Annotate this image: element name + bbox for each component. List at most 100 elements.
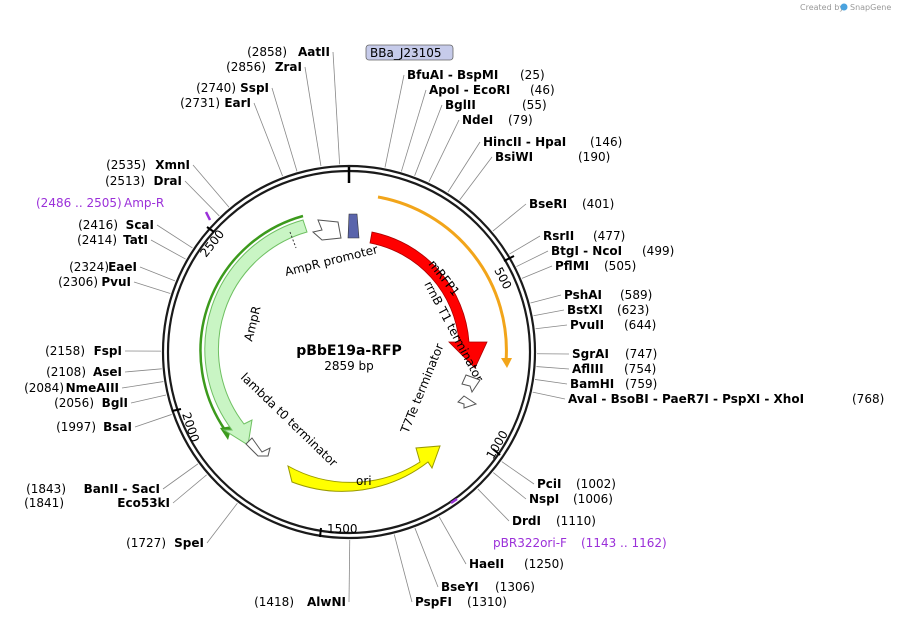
enzyme-right-name: PshAI [564,288,602,302]
enzyme-right-position: (1306) [495,580,535,594]
enzyme-left-position: (2084) [24,381,64,395]
tick-label-2000: 2000 [179,411,202,444]
backbone-outer [161,164,537,540]
leader-line [206,503,238,544]
leader-line [348,539,351,603]
rrnb-terminator-feature [461,374,481,394]
leader-line [428,119,460,183]
leader-line [477,488,510,522]
enzyme-right-name: BseYI [441,580,479,594]
tick-label-1000: 1000 [483,428,510,461]
leader-line [535,324,568,330]
leader-line [184,180,220,217]
enzyme-right-position: (79) [508,113,533,127]
enzyme-left-position: (2740) [196,81,236,95]
leader-line [134,414,172,428]
leader-line [521,265,553,279]
enzyme-left-name: AatII [298,45,330,59]
leader-line [121,381,164,389]
enzyme-right-position: (55) [522,98,547,112]
enzyme-right-position: (46) [530,83,555,97]
enzyme-right-position: (1002) [576,477,616,491]
enzyme-right-position: (754) [624,362,656,376]
enzyme-left-position: (2856) [226,60,266,74]
leader-line [533,309,565,317]
enzyme-left-name: SpeI [174,536,204,550]
mrfp1-feature [369,231,488,369]
tick-label-2500: 2500 [197,227,227,260]
enzyme-right-name: NspI [529,492,559,506]
tick-1500 [319,527,322,538]
enzyme-right-name: PciI [537,477,562,491]
leader-line [332,51,341,165]
leader-line [304,66,322,167]
enzyme-right-name: BseRI [529,197,567,211]
lambda-t0-terminator-feature [245,437,271,457]
leader-lines [121,51,570,603]
enzyme-left-name: NmeAIII [66,381,119,395]
enzyme-left-position: (2056) [54,396,94,410]
t7te-terminator-feature [457,395,478,409]
leader-line [271,87,298,172]
enzyme-right-position: (499) [642,244,674,258]
enzyme-left-name: SspI [240,81,269,95]
enzyme-left-name: ScaI [126,218,154,232]
plasmid-length: 2859 bp [324,359,374,373]
t7te-label: T7Te terminator [397,342,446,437]
leader-line [530,294,562,304]
enzyme-left-name: BsaI [103,420,132,434]
enzyme-left-position: (2416) [78,218,118,232]
bba-j23105-promoter [347,213,360,239]
leader-line [192,164,230,208]
pbr322ori-f-primer-name: pBR322ori-F [493,536,567,550]
enzyme-right-name: SgrAI [572,347,609,361]
pbr322ori-f-primer-range: (1143 .. 1162) [581,536,667,550]
leader-line [139,266,176,282]
enzyme-left-position: (2513) [105,174,145,188]
enzyme-left-name: Eco53kI [117,496,170,510]
ampr-label: AmpR [241,305,263,343]
leader-line [447,141,481,193]
ampr-feature [204,219,308,446]
enzyme-left-name: XmnI [155,158,190,172]
leader-line [492,203,527,232]
enzyme-right-position: (623) [617,303,649,317]
bba-j23105-badge[interactable] [365,44,454,61]
pbr322ori-f-primer-mark [450,497,458,505]
enzyme-left-name: TatI [123,233,148,247]
enzyme-right-position: (505) [604,259,636,273]
credit-brand: SnapGene [850,3,891,12]
enzyme-left-position: (2858) [247,45,287,59]
enzyme-left-position: (2108) [46,365,86,379]
enzyme-left-position: (1727) [126,536,166,550]
enzyme-right-name: PvuII [570,318,604,332]
enzyme-left-name: DraI [154,174,182,188]
tick-500 [503,255,515,262]
ampr-promoter-feature [311,219,342,241]
leader-line [130,394,167,404]
enzyme-right-name: HincII - HpaI [483,135,566,149]
ampr-internal-marker [289,231,297,249]
amp-r-primer-range: (2486 .. 2505) [36,196,122,210]
enzyme-labels: BfuAI - BspMI(25)ApoI - EcoRI(46)BglII(5… [24,45,884,609]
mrfp-outer-stripe [377,195,508,363]
enzyme-right-position: (589) [620,288,652,302]
leader-line [172,474,207,504]
enzyme-left-position: (2535) [106,158,146,172]
leader-line [162,463,199,490]
snapgene-logo-icon [840,3,848,11]
enzyme-left-position: (2324) [69,260,109,274]
leader-line [493,472,527,500]
enzyme-right-name: AflIII [572,362,604,376]
enzyme-right-name: BsiWI [495,150,533,164]
lambda-label: lambda t0 terminator [238,370,340,470]
leader-line [414,527,439,588]
enzyme-right-position: (477) [593,229,625,243]
enzyme-right-position: (1006) [573,492,613,506]
plasmid-name: pBbE19a-RFP [296,343,402,359]
amp-r-primer-mark [204,211,212,221]
leader-line [156,224,193,249]
enzyme-right-position: (190) [578,150,610,164]
enzyme-right-name: BstXI [567,303,603,317]
enzyme-left-position: (2414) [77,233,117,247]
